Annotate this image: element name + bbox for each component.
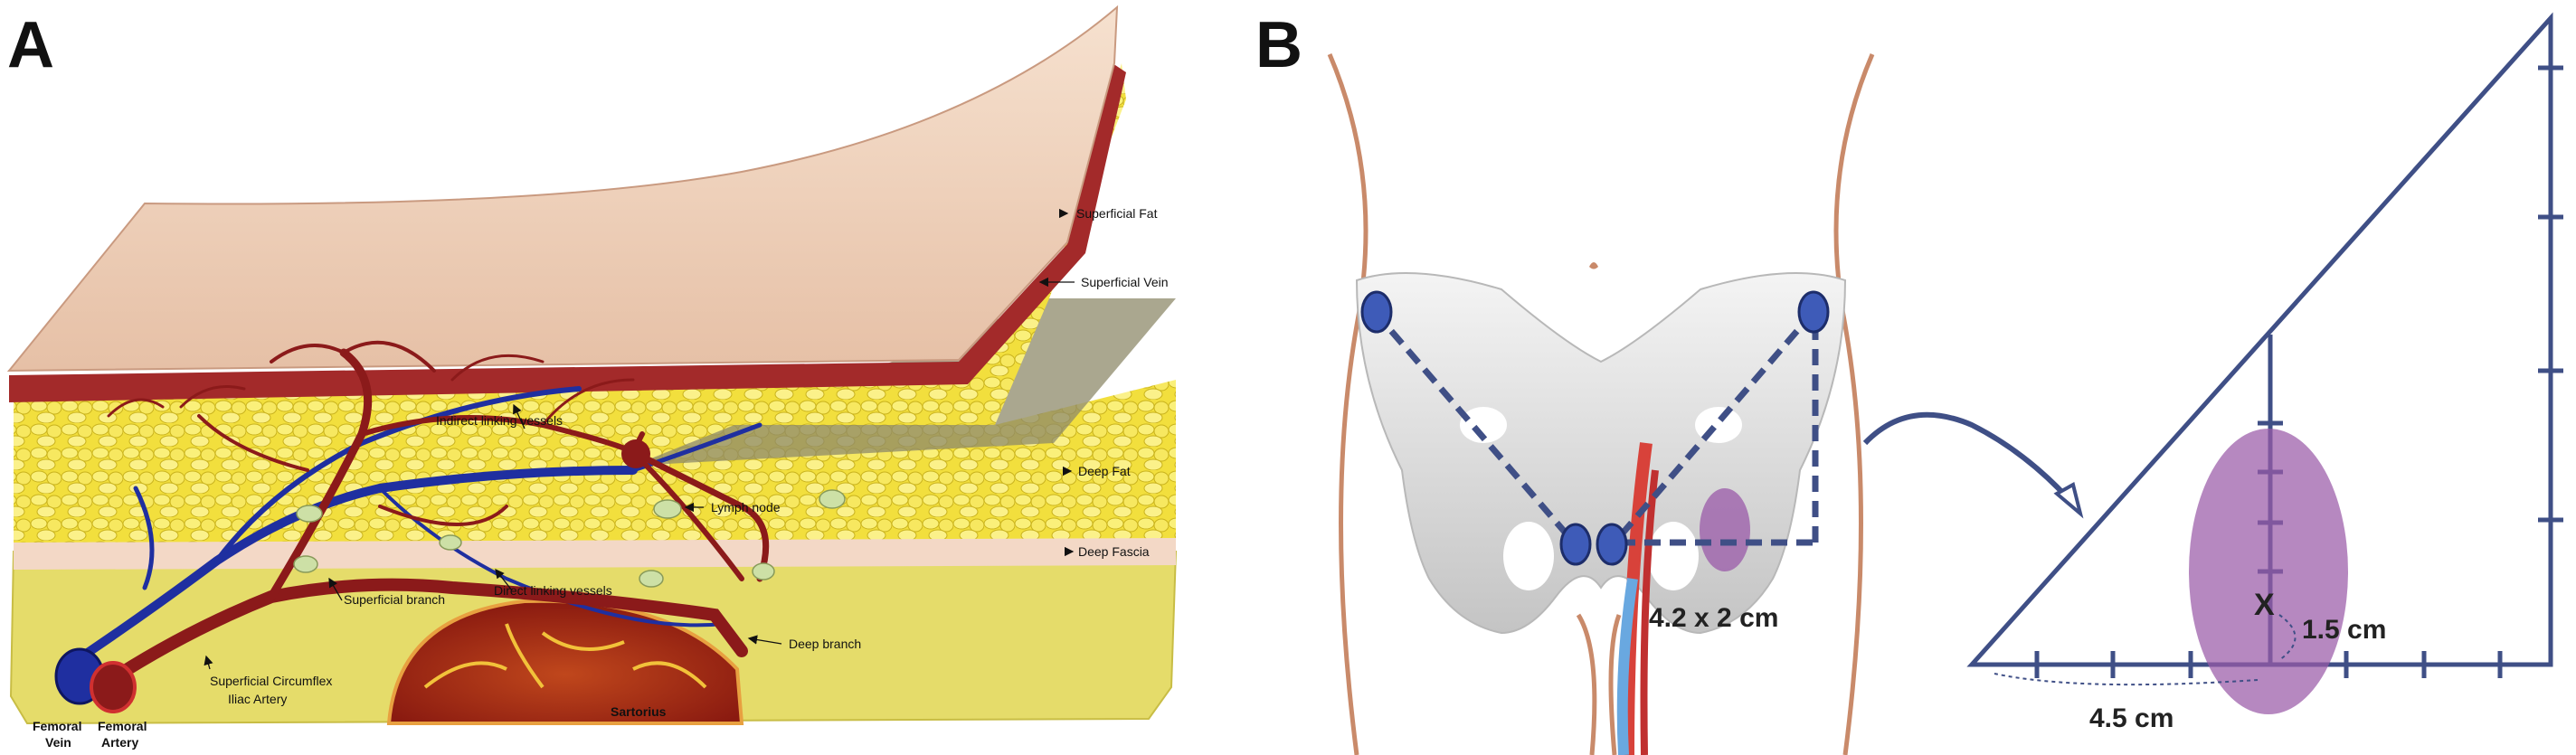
obturator-left (1503, 522, 1554, 590)
femoral-vein-b (1616, 578, 1638, 755)
dashed-landmark-lines (1372, 309, 1819, 546)
label-femoral-vein-line1: Femoral (33, 719, 81, 733)
label-femoral-artery-line2: Artery (101, 735, 138, 750)
body-outline (1327, 53, 1875, 755)
flap-ellipse-large (2189, 429, 2348, 714)
skin-slab (6, 5, 1119, 373)
label-direct-linking-vessels: Direct linking vessels (494, 583, 612, 598)
label-deep-fascia: Deep Fascia (1078, 544, 1150, 559)
arteries (93, 340, 770, 694)
label-indirect-linking-vessels: Indirect linking vessels (436, 413, 563, 428)
panel-b: B (1255, 9, 2563, 755)
lymph-nodes (293, 489, 846, 588)
panel-a-letter: A (7, 9, 54, 81)
vertical-distance-label: 1.5 cm (2302, 615, 2386, 645)
landmark-nodes (1360, 290, 1830, 566)
navel (1589, 262, 1598, 269)
label-deep-fat: Deep Fat (1078, 464, 1131, 478)
label-scia-line1: Superficial Circumflex (210, 674, 332, 688)
label-deep-branch: Deep branch (789, 637, 861, 651)
obturator-right (1648, 522, 1699, 590)
horizontal-distance-label: 4.5 cm (2089, 703, 2174, 733)
label-superficial-branch: Superficial branch (344, 592, 445, 607)
curved-arrow (1862, 411, 2074, 505)
label-lymph-node: Lymph node (711, 500, 781, 514)
artery-knot (621, 439, 650, 468)
femoral-artery-cross-section (90, 661, 137, 713)
x-mark: X (2254, 588, 2275, 622)
sartorius-muscle (386, 599, 744, 725)
panel-b-letter: B (1255, 9, 1302, 81)
panel-a-leaders (204, 208, 1075, 670)
label-sartorius: Sartorius (611, 704, 667, 719)
pelvis-bone (1355, 272, 1847, 635)
flap-ellipse-small (1700, 488, 1750, 571)
panel-a: A (6, 5, 1178, 750)
label-femoral-vein-line2: Vein (45, 735, 71, 750)
ellipse-dimension-label: 4.2 x 2 cm (1649, 603, 1778, 633)
label-femoral-artery-line1: Femoral (98, 719, 147, 733)
label-scia-line2: Iliac Artery (228, 692, 287, 706)
dotted-arc-horizontal (1994, 673, 2259, 686)
pelvis-notch-left (1460, 407, 1507, 443)
curved-arrow-head (2053, 481, 2084, 519)
label-superficial-vein: Superficial Vein (1081, 275, 1169, 289)
label-superficial-fat: Superficial Fat (1076, 206, 1158, 221)
